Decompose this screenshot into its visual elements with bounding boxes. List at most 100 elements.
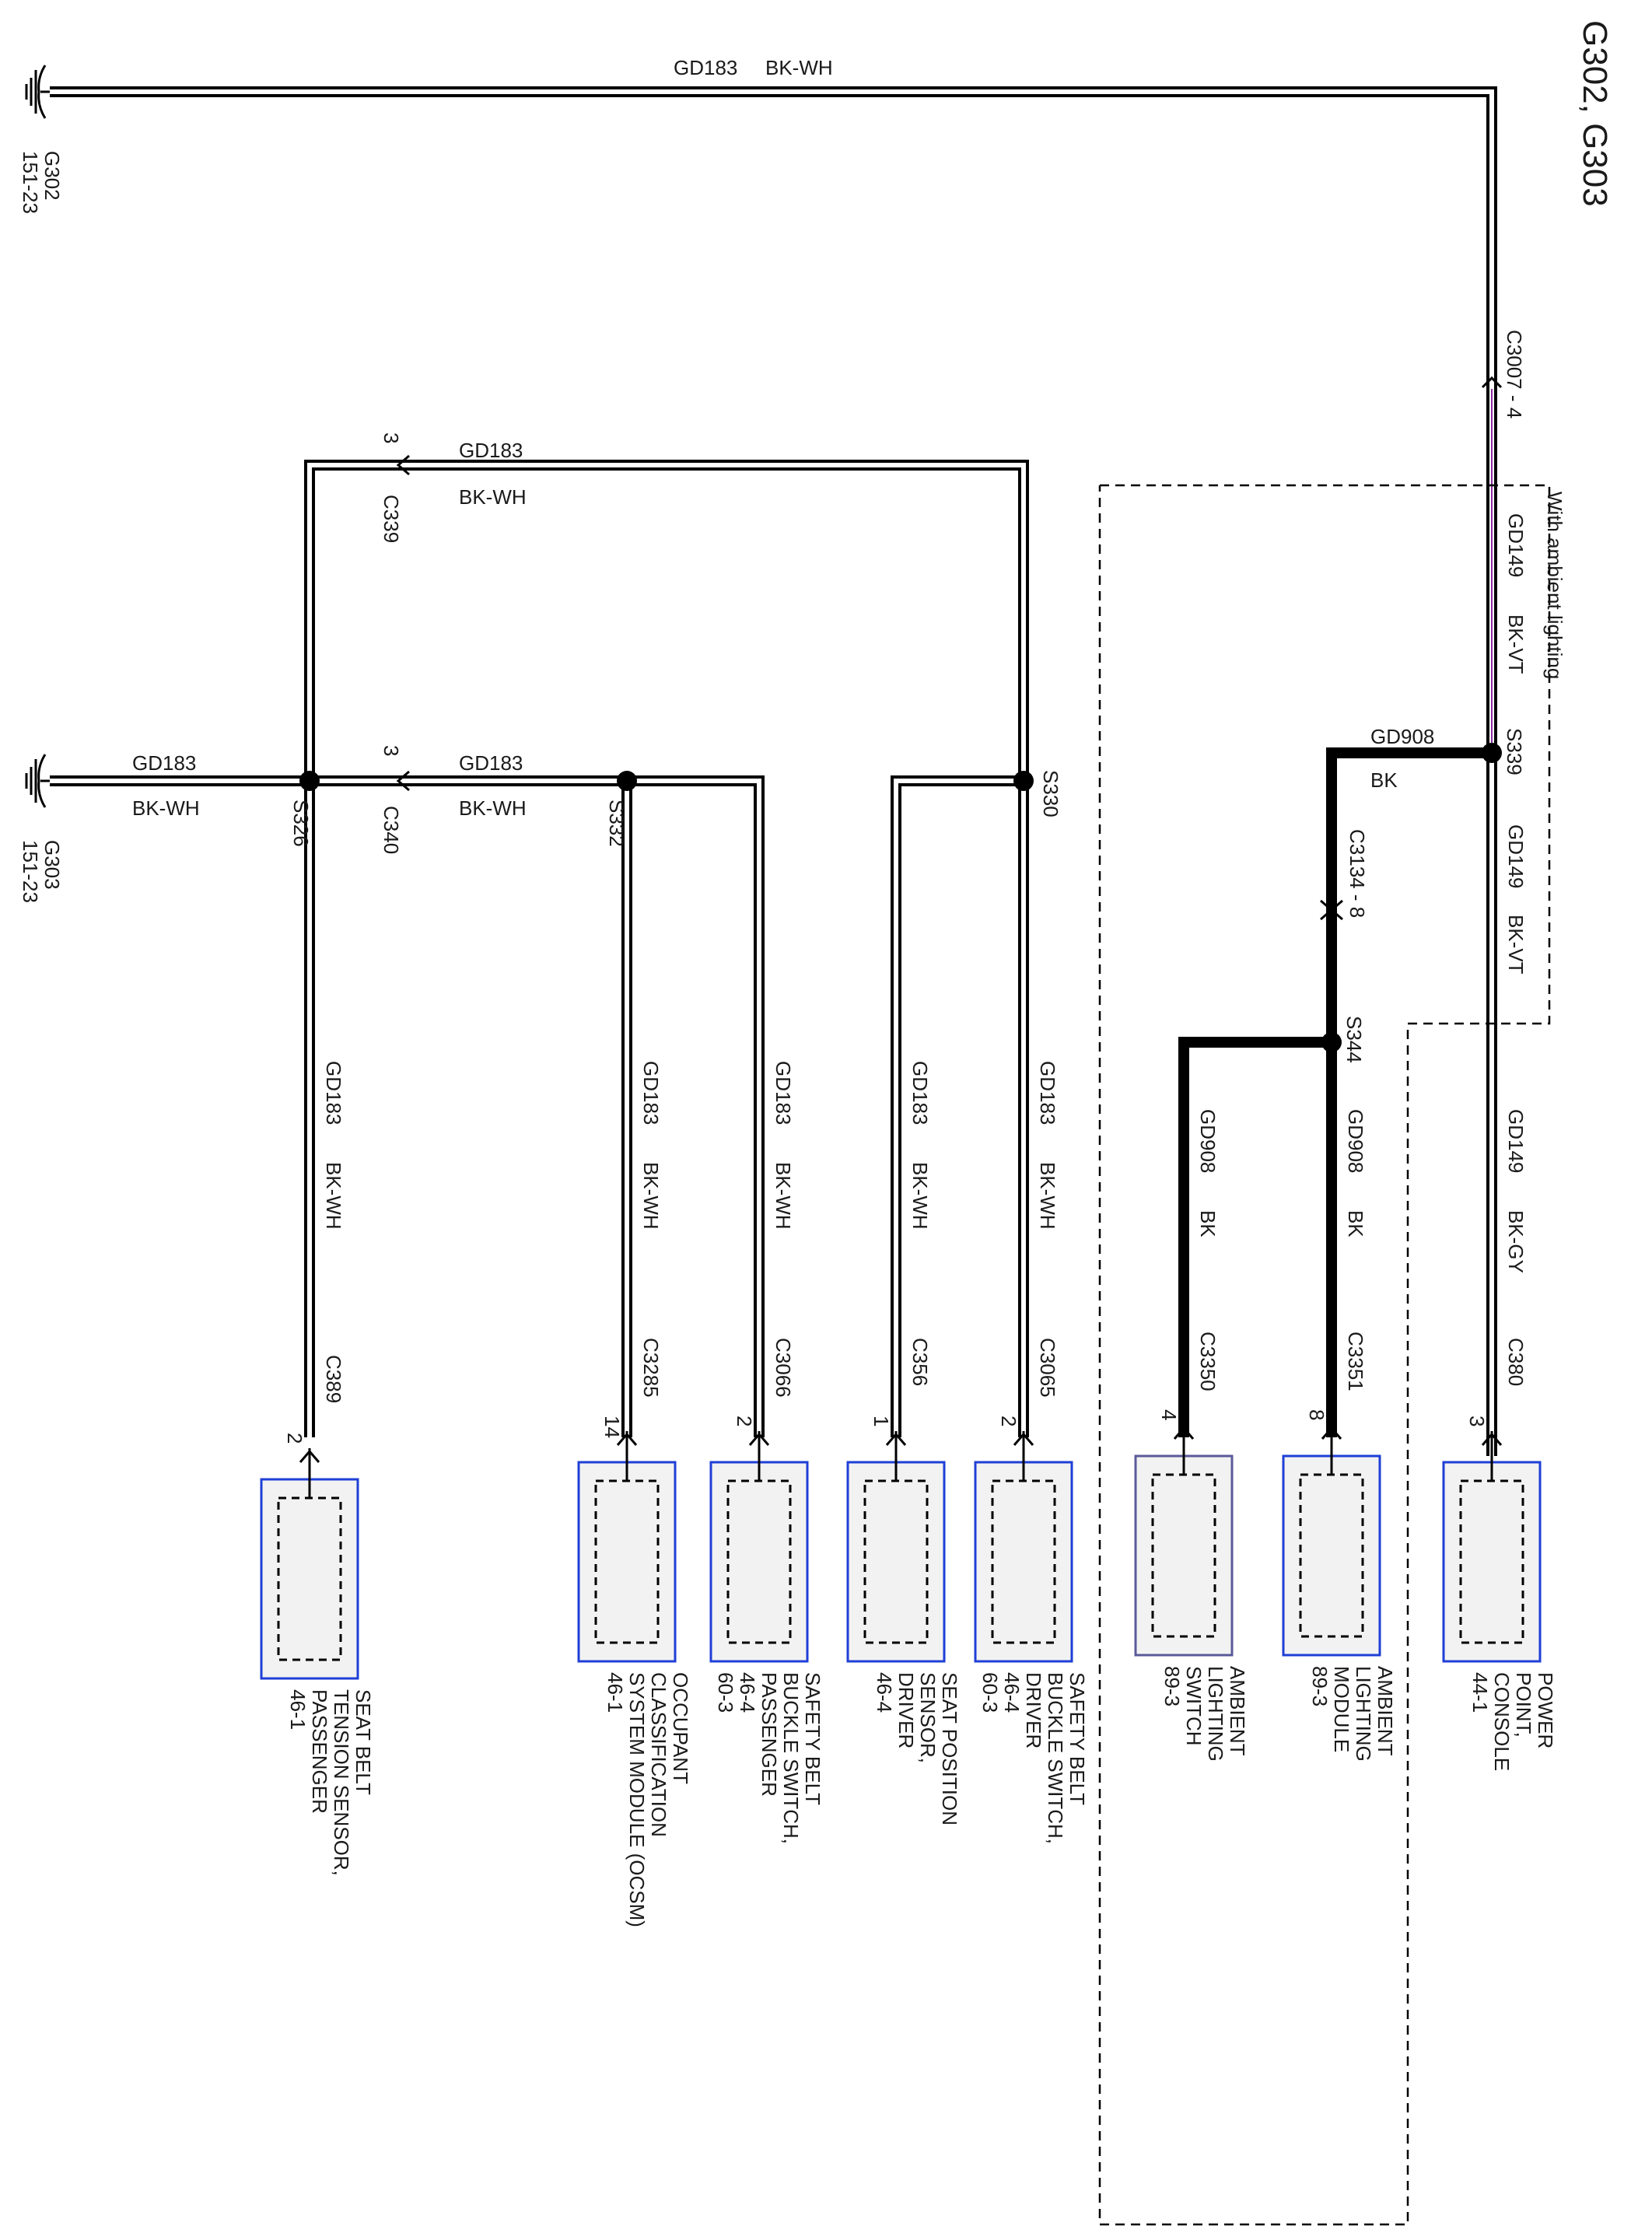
component-label-line: DRIVER <box>894 1672 918 1748</box>
wire-drop-buckle-pass-color: BK-WH <box>772 1162 795 1230</box>
option-label: With ambient lighting <box>1543 492 1566 679</box>
wire-gd149-mid-color: BK-VT <box>1504 915 1528 975</box>
component-label-line: PASSENGER <box>308 1689 331 1814</box>
wire-labels: GD183 BK-WH GD183 BK-WH GD183 BK-WH GD18… <box>132 56 1528 1273</box>
ground-icon-g302 <box>25 65 50 119</box>
wire-gd149-upper-color: BK-VT <box>1504 614 1528 674</box>
wire-gd183-top <box>50 86 1497 753</box>
wire-gd183-c339 <box>304 460 1029 781</box>
splice-dot-s339 <box>1482 743 1502 763</box>
wire-gd149-lower-circuit: GD149 <box>1504 1109 1528 1173</box>
wire-drop-ambient-switch <box>1178 1037 1332 1437</box>
component-label-line: 60-3 <box>714 1672 737 1713</box>
connector-c339 <box>396 454 410 476</box>
component-connector: C3066 <box>772 1338 795 1398</box>
splice-dot-s330 <box>1013 771 1034 791</box>
component-label-line: 44-1 <box>1468 1672 1492 1713</box>
component-label-line: 46-4 <box>1000 1672 1024 1713</box>
wire-gd908-color: BK <box>1370 768 1398 792</box>
component-pin: 3 <box>1465 1416 1489 1426</box>
terminal-arrow-icon <box>885 1432 907 1446</box>
wire-gd149-upper-circuit: GD149 <box>1504 513 1528 577</box>
component-box <box>577 1461 677 1663</box>
wire-drop-amb-switch-circuit: GD908 <box>1196 1109 1220 1173</box>
connector-c339-pin: 3 <box>380 432 403 443</box>
connector-c3134-label: C3134 - 8 <box>1346 829 1369 918</box>
connector-c340-name: C340 <box>380 806 403 854</box>
connector-c340-pin: 3 <box>380 745 403 756</box>
component-pin: 2 <box>733 1416 756 1426</box>
splice-s326-label: S326 <box>289 800 313 847</box>
component-connector: C3350 <box>1196 1332 1220 1391</box>
component-label-line: BUCKLE SWITCH, <box>779 1672 803 1844</box>
component-label-line: LIGHTING <box>1204 1666 1227 1762</box>
component-pin: 14 <box>600 1416 624 1438</box>
wire-drop-buckle-pass-circuit: GD183 <box>772 1061 795 1125</box>
component-box <box>260 1478 359 1680</box>
component-label-line: SEAT BELT <box>352 1689 375 1795</box>
component-label-line: POWER <box>1534 1672 1557 1748</box>
option-boundary-ambient-lighting <box>1098 484 1551 2226</box>
component-connector: C3065 <box>1036 1338 1059 1398</box>
component-connector: C3285 <box>639 1338 663 1398</box>
wire-gd908-top <box>1326 747 1492 1042</box>
wire-drop-amb-module-circuit: GD908 <box>1344 1109 1367 1173</box>
component-connector: C356 <box>908 1338 932 1386</box>
diagram-title: G302, G303 <box>1576 20 1614 207</box>
wire-top-circuit: GD183 <box>674 56 737 79</box>
component-label-line: POINT, <box>1512 1672 1535 1738</box>
splice-dot-s344 <box>1321 1032 1342 1052</box>
wire-g303-circuit: GD183 <box>132 751 196 775</box>
component-label-line: 89-3 <box>1308 1666 1332 1706</box>
splice-s332-label: S332 <box>605 800 628 847</box>
splice-s339-label: S339 <box>1503 728 1526 775</box>
wire-drop-buckle-drv-color: BK-WH <box>1036 1162 1059 1230</box>
terminal-arrow-icon <box>299 1449 320 1463</box>
component-label-line: 46-4 <box>736 1672 759 1713</box>
component-label-line: AMBIENT <box>1374 1666 1397 1756</box>
splices <box>299 743 1502 1052</box>
component-label-line: SYSTEM MODULE (OCSM) <box>625 1672 649 1927</box>
component-label-line: CLASSIFICATION <box>647 1672 670 1837</box>
component-label-line: TENSION SENSOR, <box>330 1689 353 1876</box>
component-label-line: 46-1 <box>604 1672 627 1713</box>
wire-drop-ocsm-circuit: GD183 <box>639 1061 663 1125</box>
wire-c340-circuit: GD183 <box>459 751 523 775</box>
terminal-arrow-icon <box>748 1432 770 1446</box>
wire-g303-color: BK-WH <box>132 796 200 820</box>
terminal-arrow-icon <box>616 1432 638 1446</box>
component-box <box>1442 1461 1542 1663</box>
wire-drop-seatbelt-tension-color: BK-WH <box>322 1162 345 1230</box>
wire-drop-seat-pos-circuit: GD183 <box>908 1061 932 1125</box>
component-pin: 1 <box>870 1416 893 1426</box>
component-label-line: BUCKLE SWITCH, <box>1044 1672 1067 1844</box>
splice-dot-s332 <box>617 771 637 791</box>
component-pin: 4 <box>1157 1409 1181 1420</box>
component-label-line: MODULE <box>1330 1666 1353 1752</box>
wire-drop-ocsm-color: BK-WH <box>639 1162 663 1230</box>
component-label-line: LIGHTING <box>1352 1666 1375 1762</box>
wire-top-color: BK-WH <box>765 56 833 79</box>
wire-drop-amb-module-color: BK <box>1344 1210 1367 1237</box>
component-connector: C380 <box>1504 1338 1528 1386</box>
splice-dot-s326 <box>299 771 320 791</box>
component-pin: 2 <box>997 1416 1020 1426</box>
connector-c339-name: C339 <box>380 495 403 543</box>
component-label-line: 46-4 <box>873 1672 896 1713</box>
component-label-line: SAFETY BELT <box>801 1672 824 1805</box>
ground-g303-page: 151-23 <box>19 840 42 903</box>
wire-c340-color: BK-WH <box>459 796 527 820</box>
ground-icon-g303 <box>25 754 50 808</box>
wire-drop-amb-switch-color: BK <box>1196 1210 1220 1237</box>
component-pin: 2 <box>283 1433 306 1444</box>
component-box <box>709 1461 809 1663</box>
wire-drop-seatbelt-tension-circuit: GD183 <box>322 1061 345 1125</box>
